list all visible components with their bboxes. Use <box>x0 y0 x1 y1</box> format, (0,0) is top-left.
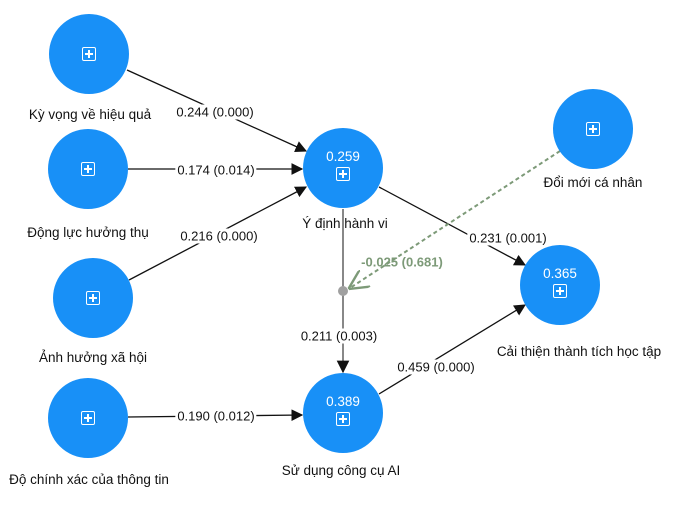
node-label: Ảnh hưởng xã hội <box>39 350 147 365</box>
expand-plus-icon[interactable] <box>336 167 350 182</box>
node-y-dinh[interactable]: 0.259 <box>303 128 383 208</box>
node-label: Độ chính xác của thông tin <box>9 472 169 487</box>
expand-plus-icon[interactable] <box>82 47 96 61</box>
edge-label: 0.174 (0.014) <box>175 162 257 178</box>
node-label: Đổi mới cá nhân <box>543 175 643 190</box>
edge-label: 0.211 (0.003) <box>298 328 380 344</box>
node-label: Cải thiện thành tích học tập <box>496 344 662 359</box>
expand-plus-icon[interactable] <box>553 284 567 299</box>
node-label: Động lực hưởng thụ <box>27 225 149 240</box>
expand-plus-icon[interactable] <box>81 162 95 176</box>
edge-label: 0.459 (0.000) <box>395 359 477 375</box>
expand-plus-icon[interactable] <box>336 412 350 427</box>
node-doi-moi[interactable] <box>553 89 633 169</box>
node-do-chinh-xac[interactable] <box>48 378 128 458</box>
moderation-junction <box>338 286 348 296</box>
expand-plus-icon[interactable] <box>586 122 600 136</box>
edge-su-dung-cai-thien[interactable] <box>378 304 526 395</box>
r-squared-value: 0.365 <box>543 266 577 281</box>
edge-label: 0.231 (0.001) <box>467 230 549 246</box>
expand-plus-icon[interactable] <box>86 291 100 305</box>
edge-y-dinh-cai-thien[interactable] <box>378 186 527 266</box>
edge-label: 0.190 (0.012) <box>175 408 257 424</box>
r-squared-value: 0.259 <box>326 149 360 164</box>
edge-label: 0.244 (0.000) <box>174 104 256 120</box>
node-dong-luc[interactable] <box>48 129 128 209</box>
node-label: Kỳ vọng về hiệu quả <box>28 107 152 122</box>
moderator-edge-label: -0.025 (0.681) <box>361 254 443 270</box>
node-ky-vong[interactable] <box>49 14 129 94</box>
node-label: Sử dụng công cụ AI <box>281 463 401 478</box>
node-su-dung[interactable]: 0.389 <box>303 373 383 453</box>
r-squared-value: 0.389 <box>326 394 360 409</box>
node-anh-huong[interactable] <box>53 258 133 338</box>
edge-label: 0.216 (0.000) <box>178 228 260 244</box>
node-label: Ý định hành vi <box>302 216 388 231</box>
expand-plus-icon[interactable] <box>81 411 95 425</box>
node-cai-thien[interactable]: 0.365 <box>520 245 600 325</box>
